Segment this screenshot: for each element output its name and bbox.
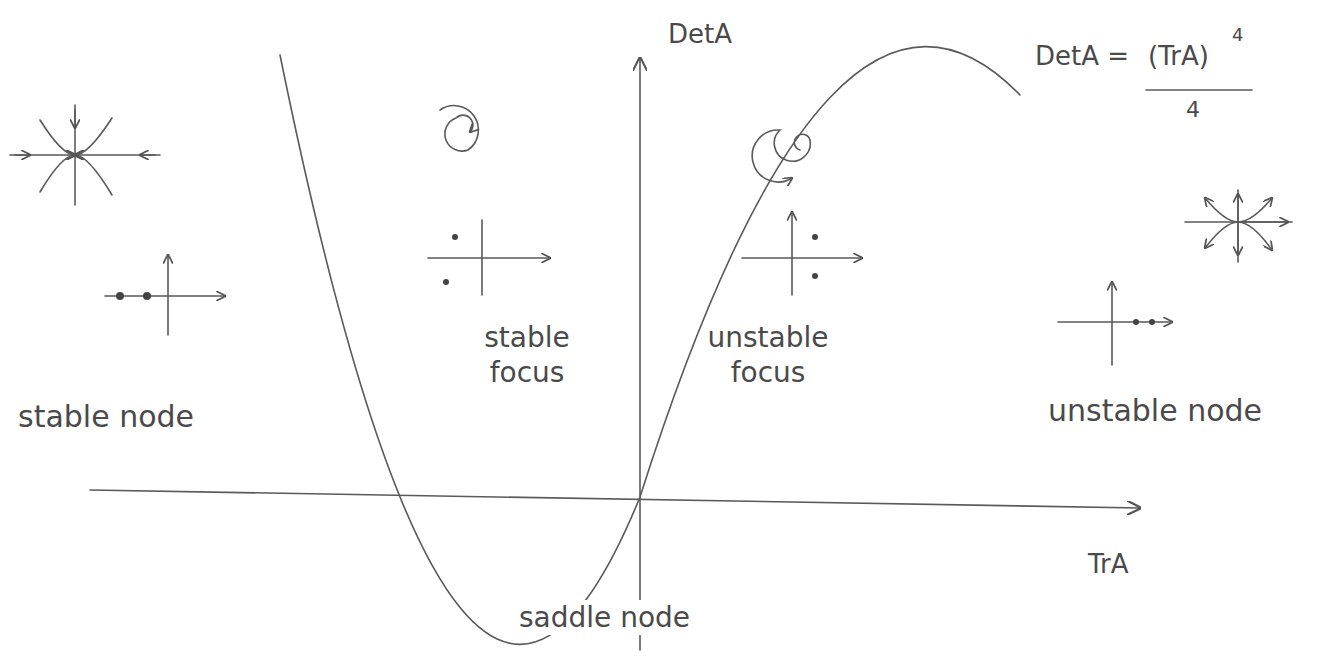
parabola-curve xyxy=(280,47,1020,645)
trace-axis xyxy=(90,490,1140,508)
stable-node-portrait xyxy=(10,105,160,205)
eigenvalue-plot xyxy=(428,220,550,295)
exponent: 4 xyxy=(1232,24,1243,47)
eigenvalue-plot xyxy=(742,212,862,295)
region-label: stable node xyxy=(18,398,194,436)
eigenvalue-dots xyxy=(116,234,1155,325)
spiral-symbol xyxy=(752,130,810,182)
determinant-axis xyxy=(639,58,641,650)
eigenvalue-plot xyxy=(105,255,225,335)
unstable-node-portrait xyxy=(1185,190,1292,262)
fraction-bar xyxy=(1146,89,1252,91)
equation-part: (TrA) xyxy=(1148,40,1209,73)
denominator: 4 xyxy=(1186,96,1200,124)
axis-label: TrA xyxy=(1088,548,1129,581)
region-label: unstable node xyxy=(1048,392,1262,430)
equation-part: DetA = xyxy=(1035,40,1129,73)
axis-label: DetA xyxy=(668,18,732,51)
spiral-symbol xyxy=(440,106,478,152)
region-label: stable focus xyxy=(462,320,592,390)
region-label: unstable focus xyxy=(688,320,848,390)
region-label: saddle node xyxy=(515,600,694,635)
eigenvalue-plot xyxy=(1058,282,1172,365)
